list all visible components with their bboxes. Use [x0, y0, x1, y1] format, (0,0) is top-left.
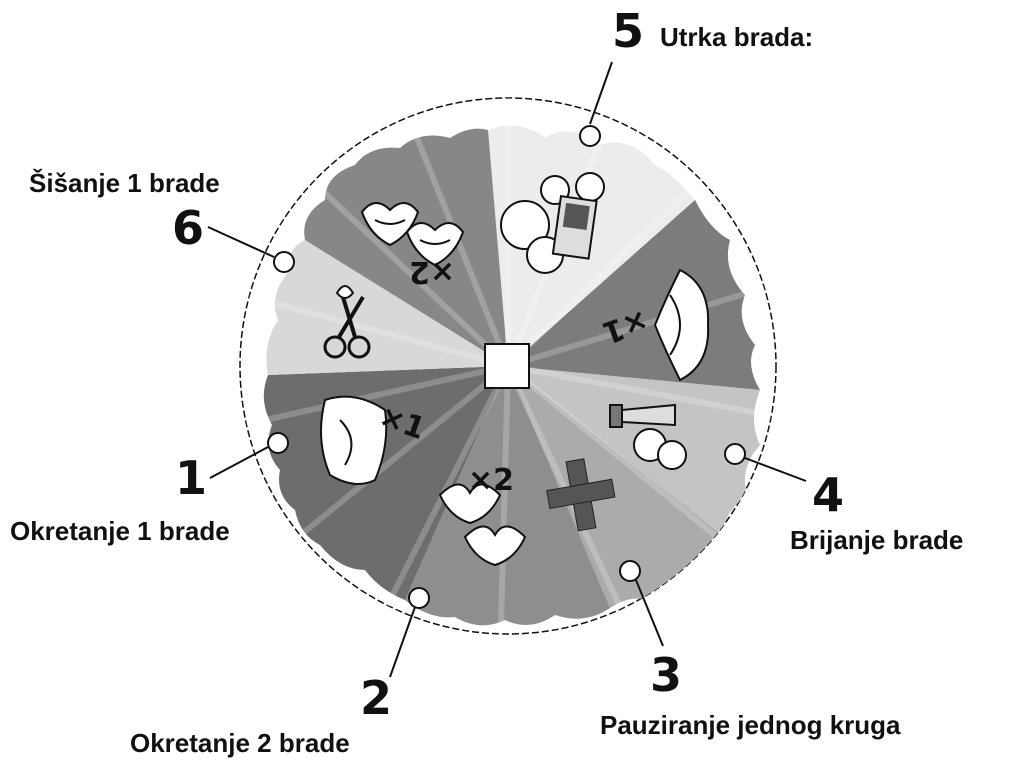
- number-1: 1: [175, 451, 208, 505]
- callout-1: [209, 432, 289, 479]
- beard-right-icon: [653, 268, 710, 382]
- wheel-sector-2: [405, 366, 610, 626]
- two-beards-bottom-icon: [438, 483, 527, 567]
- wheel-sector-5: [488, 125, 695, 366]
- number-2: 2: [360, 671, 393, 725]
- callout-3: [619, 560, 664, 647]
- cross-icon: [546, 458, 616, 532]
- scissors-icon: [323, 285, 371, 359]
- caption-5: Utrka brada:: [660, 22, 814, 52]
- two-beards-icon: [360, 202, 465, 267]
- wheel-sector-left-x2: [304, 128, 508, 366]
- race-cloud-icon: [500, 172, 605, 274]
- callout-6: [207, 226, 295, 273]
- callout-4: [724, 443, 807, 482]
- wedge-label-x2-top: ×2: [409, 254, 455, 289]
- wheel-sector-3: [508, 366, 722, 608]
- caption-6: Šišanje 1 brade: [29, 168, 220, 198]
- number-6: 6: [172, 201, 205, 255]
- callout-2: [389, 587, 430, 678]
- caption-2: Okretanje 2 brade: [130, 728, 350, 758]
- caption-3: Pauziranje jednog kruga: [600, 710, 901, 740]
- number-5: 5: [612, 4, 645, 58]
- caption-1: Okretanje 1 brade: [10, 516, 230, 546]
- wedge-label-x2-bottom: ×2: [468, 463, 514, 498]
- number-3: 3: [650, 648, 683, 702]
- beard-left-icon: [320, 395, 388, 485]
- number-4: 4: [812, 468, 845, 522]
- wheel-center-square: [484, 343, 530, 389]
- callout-5: [579, 61, 613, 147]
- razor-beard-icon: [609, 403, 687, 470]
- caption-4: Brijanje brade: [790, 525, 964, 555]
